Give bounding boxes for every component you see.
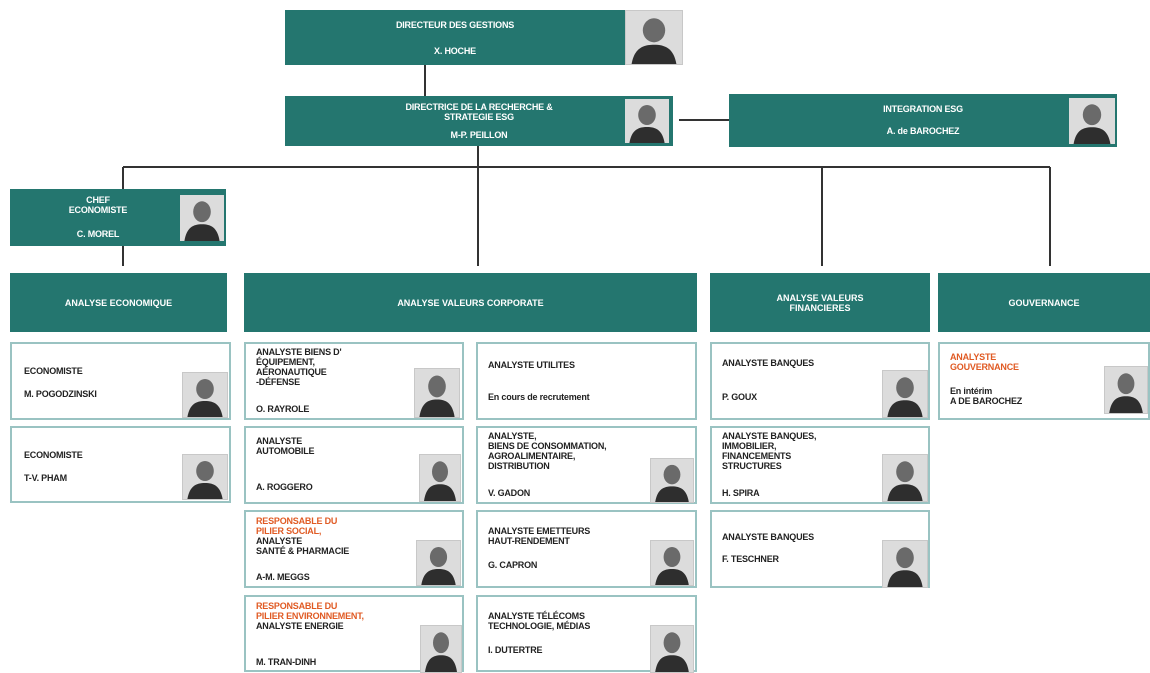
person-silhouette-icon [420,455,460,501]
portrait-card [650,540,694,586]
card-highlight: RESPONSABLE DU PILIER SOCIAL, [256,516,338,536]
node-chef-economiste: CHEF ECONOMISTE C. MOREL [10,189,226,246]
card-name: F. TESCHNER [722,554,779,564]
card-title: ECONOMISTE [24,366,83,376]
card-title: ANALYSTE BANQUES [722,532,814,542]
portrait-card [416,540,461,586]
card-financieres-1: ANALYSTE BANQUES P. GOUX [710,342,930,420]
person-silhouette-icon [626,11,682,64]
card-name: O. RAYROLE [256,404,310,414]
portrait-directeur [625,10,683,65]
node-title: DIRECTEUR DES GESTIONS [395,20,515,30]
card-corporate-right-2: ANALYSTE, BIENS DE CONSOMMATION, AGROALI… [476,426,697,504]
node-title: CHEF ECONOMISTE [68,195,128,215]
node-title: INTEGRATION ESG [883,104,963,114]
portrait-directrice [625,99,669,143]
card-corporate-right-1: ANALYSTE UTILITES En cours de recrutemen… [476,342,697,420]
card-economiste-1: ECONOMISTE M. POGODZINSKI [10,342,231,420]
card-title: ANALYSTE BIENS D' ÉQUIPEMENT, AÉRONAUTIQ… [256,347,342,387]
card-title: ANALYSTE ENERGIE [256,621,344,631]
header-analyse-financieres: ANALYSE VALEURS FINANCIERES [710,273,930,332]
person-silhouette-icon [183,455,227,499]
card-title: ANALYSTE BANQUES [722,358,814,368]
card-title: ANALYSTE EMETTEURS HAUT-RENDEMENT [488,526,591,546]
card-gouvernance-1: ANALYSTE GOUVERNANCE En intérim A DE BAR… [938,342,1150,420]
card-name: H. SPIRA [722,488,760,498]
portrait-card [882,370,928,418]
portrait-integration [1069,98,1115,144]
card-highlight: RESPONSABLE DU PILIER ENVIRONNEMENT, [256,601,364,621]
portrait-card [882,540,928,588]
card-name: A-M. MEGGS [256,572,310,582]
node-directrice: DIRECTRICE DE LA RECHERCHE & STRATEGIE E… [285,96,673,146]
card-title: ECONOMISTE [24,450,83,460]
card-name: En cours de recrutement [488,392,590,402]
card-corporate-right-4: ANALYSTE TÉLÉCOMS TECHNOLOGIE, MÉDIAS I.… [476,595,697,673]
person-silhouette-icon [1069,98,1115,144]
person-silhouette-icon [883,455,927,501]
card-corporate-left-4: RESPONSABLE DU PILIER ENVIRONNEMENT, ANA… [244,595,464,673]
card-title: ANALYSTE UTILITES [488,360,575,370]
card-corporate-left-3: RESPONSABLE DU PILIER SOCIAL, ANALYSTE S… [244,510,464,588]
card-name: A. ROGGERO [256,482,313,492]
portrait-card [182,372,228,418]
node-name: A. de BAROCHEZ [886,126,960,136]
header-analyse-economique: ANALYSE ECONOMIQUE [10,273,227,332]
portrait-card [1104,366,1148,414]
header-gouvernance: GOUVERNANCE [938,273,1150,332]
card-name: T-V. PHAM [24,473,67,483]
person-silhouette-icon [1105,367,1147,413]
card-name: M. POGODZINSKI [24,389,97,399]
card-title: ANALYSTE BANQUES, IMMOBILIER, FINANCEMEN… [722,431,817,471]
card-corporate-left-2: ANALYSTE AUTOMOBILE A. ROGGERO [244,426,464,504]
card-title: ANALYSTE SANTÉ & PHARMACIE [256,536,350,556]
person-silhouette-icon [651,626,693,672]
card-title: ANALYSTE, BIENS DE CONSOMMATION, AGROALI… [488,431,607,471]
person-silhouette-icon [651,541,693,585]
portrait-card [650,625,694,673]
person-silhouette-icon [417,541,460,585]
card-highlight: ANALYSTE GOUVERNANCE [950,352,1019,372]
portrait-card [182,454,228,500]
portrait-card [414,368,460,418]
person-silhouette-icon [625,99,669,143]
portrait-chef [180,195,224,241]
card-financieres-2: ANALYSTE BANQUES, IMMOBILIER, FINANCEMEN… [710,426,930,504]
card-corporate-left-1: ANALYSTE BIENS D' ÉQUIPEMENT, AÉRONAUTIQ… [244,342,464,420]
person-silhouette-icon [180,195,224,241]
card-name: I. DUTERTRE [488,645,543,655]
person-silhouette-icon [883,541,927,587]
person-silhouette-icon [883,371,927,417]
person-silhouette-icon [421,626,461,672]
card-title: En intérim A DE BAROCHEZ [950,386,1023,406]
node-name: X. HOCHE [434,46,476,56]
card-name: G. CAPRON [488,560,538,570]
card-financieres-3: ANALYSTE BANQUES F. TESCHNER [710,510,930,588]
portrait-card [419,454,461,502]
card-name: P. GOUX [722,392,757,402]
header-analyse-corporate: ANALYSE VALEURS CORPORATE [244,273,697,332]
node-title: DIRECTRICE DE LA RECHERCHE & STRATEGIE E… [405,102,553,122]
card-name: M. TRAN-DINH [256,657,317,667]
node-name: C. MOREL [76,229,120,239]
person-silhouette-icon [651,459,693,502]
portrait-card [420,625,462,673]
person-silhouette-icon [183,373,227,417]
card-title: ANALYSTE TÉLÉCOMS TECHNOLOGIE, MÉDIAS [488,611,591,631]
person-silhouette-icon [415,369,459,417]
portrait-card [882,454,928,502]
node-integration: INTEGRATION ESG A. de BAROCHEZ [729,94,1117,147]
card-name: V. GADON [488,488,531,498]
card-title: ANALYSTE AUTOMOBILE [256,436,315,456]
node-name: M-P. PEILLON [450,130,508,140]
portrait-card [650,458,694,503]
node-directeur: DIRECTEUR DES GESTIONS X. HOCHE [285,10,625,65]
card-corporate-right-3: ANALYSTE EMETTEURS HAUT-RENDEMENT G. CAP… [476,510,697,588]
card-economiste-2: ECONOMISTE T-V. PHAM [10,426,231,503]
